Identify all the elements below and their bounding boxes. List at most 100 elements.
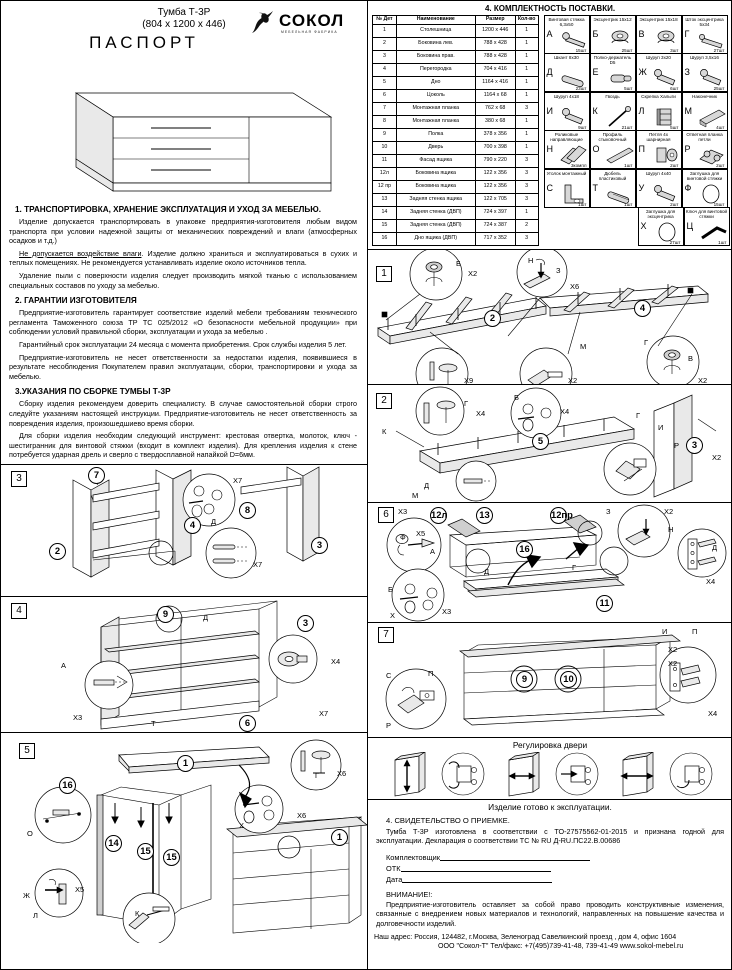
bracket-icon bbox=[559, 183, 589, 205]
step-7-mark-i: И bbox=[662, 627, 668, 636]
hardware-name: Шкант 8x30 bbox=[554, 55, 579, 60]
step-6-mark-d: Д bbox=[484, 567, 490, 576]
cell-nm: Боковина прав. bbox=[395, 49, 476, 64]
step-7-mark-x2a: Х2 bbox=[668, 645, 678, 654]
step-1-mark-v: В bbox=[688, 354, 694, 363]
hardware-letter: Ж bbox=[638, 67, 647, 77]
step-5-mark-x6b: Х6 bbox=[297, 810, 307, 820]
acceptance-section: 4. СВИДЕТЕЛЬСТВО О ПРИЕМКЕ. Тумба Т-3Р и… bbox=[368, 816, 732, 951]
step-7-part-10: 10 bbox=[560, 671, 577, 688]
field-packer: Комплектовщик bbox=[386, 852, 732, 862]
field-packer-label: Комплектовщик bbox=[386, 852, 441, 862]
step-7-mark-r: Р bbox=[386, 721, 392, 730]
dowel-plastic-icon bbox=[605, 183, 635, 205]
step-1-mark-g: Г bbox=[644, 338, 649, 347]
step-5-mark-x5: Х5 bbox=[75, 884, 85, 894]
col-name: Наименование bbox=[395, 15, 476, 25]
screw-icon bbox=[651, 183, 681, 205]
hardware-name: Винтовая стяжка 6,3x50 bbox=[548, 16, 585, 27]
hardware-letter: Ф bbox=[684, 182, 692, 193]
field-date-line[interactable] bbox=[402, 874, 553, 883]
acceptance-title: 4. СВИДЕТЕЛЬСТВО О ПРИЕМКЕ. bbox=[386, 816, 510, 825]
step-6-part-13: 13 bbox=[476, 507, 493, 524]
left-column: Тумба Т-3Р (804 x 1200 x 446) ПАСПОРТ СО… bbox=[1, 1, 368, 969]
hardware-letter: Н bbox=[546, 144, 554, 154]
field-qc-line[interactable] bbox=[400, 863, 551, 872]
section-1-p2: Не допускается воздействие влаги. Издели… bbox=[9, 249, 357, 268]
cell-qt: 1 bbox=[514, 114, 539, 129]
cell-nm: Полка bbox=[395, 127, 476, 142]
hardware-qty: 27шт bbox=[669, 240, 681, 245]
section-1-p1: Изделие допускается транспортировать в у… bbox=[9, 217, 357, 246]
step-6-mark-x4: Х4 bbox=[706, 577, 716, 586]
hardware-letter: Л bbox=[638, 105, 645, 116]
step-4-mark-d: Д bbox=[203, 612, 209, 622]
step-5-part-16: 16 bbox=[59, 776, 76, 794]
cam-bolt-icon bbox=[697, 29, 727, 51]
company-address: Наш адрес: Россия, 124482, г.Москва, Зел… bbox=[374, 933, 726, 951]
step-3-part-8: 8 bbox=[239, 501, 256, 519]
cell-qt: 1 bbox=[514, 23, 539, 38]
cell-qt: 3 bbox=[514, 231, 539, 247]
assembly-step-2: 2 bbox=[368, 384, 732, 502]
cam-icon bbox=[651, 29, 681, 51]
step-5-mark-x6a: Х6 bbox=[337, 768, 347, 778]
field-packer-line[interactable] bbox=[440, 852, 591, 861]
step-2-part-5: 5 bbox=[532, 433, 549, 450]
hardware-name: Шуруп 3x20 bbox=[646, 55, 671, 60]
sokol-bird-icon bbox=[252, 11, 273, 33]
hardware-qty: 3шт bbox=[670, 47, 679, 53]
cell-nm: Дверь bbox=[395, 140, 476, 155]
assembly-step-5: 5 bbox=[1, 731, 367, 943]
step-2-number: 2 bbox=[376, 393, 392, 409]
door-adjustment-title: Регулировка двери bbox=[512, 740, 588, 750]
section-2-p2: Гарантийный срок эксплуатации 24 месяца … bbox=[19, 339, 347, 349]
hardware-qty: 2шт bbox=[670, 201, 679, 207]
hardware-qty: 27шт bbox=[713, 47, 725, 53]
hardware-letter: П bbox=[638, 144, 645, 154]
hardware-letter: Ц bbox=[686, 221, 694, 231]
hardware-name: Ключ для винтовой стяжки bbox=[685, 209, 728, 220]
cell-no: 12л bbox=[372, 166, 397, 181]
hardware-name: Ответная планка петли bbox=[686, 132, 723, 143]
hardware-name: Полко-держатель D5 bbox=[593, 55, 632, 66]
hardware-name: Наконечник bbox=[692, 93, 717, 99]
step-5-mark-o: О bbox=[27, 828, 33, 838]
parts-table-header: № Дет Наименование Размер Кол-во bbox=[372, 15, 539, 25]
cell-qt: 1 bbox=[514, 127, 539, 142]
step-7-number: 7 bbox=[378, 627, 394, 643]
hardware-letter: З bbox=[684, 67, 690, 77]
shelf-pin-icon bbox=[605, 67, 635, 89]
step-2-mark-g: Г bbox=[464, 399, 469, 408]
slide-rail-icon bbox=[559, 144, 589, 166]
hardware-qty: 1шт bbox=[578, 201, 587, 207]
cell-qt: 3 bbox=[514, 192, 539, 207]
step-6-mark-b: Б bbox=[388, 585, 393, 594]
hardware-qty: 25шт bbox=[621, 47, 633, 53]
cap-icon bbox=[653, 221, 683, 243]
step-1-mark-z: З bbox=[556, 266, 561, 275]
cell-sz: 378 x 356 bbox=[474, 127, 516, 142]
step-5-mark-x: Х bbox=[239, 820, 245, 830]
screw-icon bbox=[697, 67, 727, 89]
screw-icon bbox=[559, 106, 589, 128]
step-5-mark-g: Г bbox=[315, 770, 320, 780]
hardware-name: Дюбель пластиковый bbox=[598, 170, 627, 181]
kit-title: 4. КОМПЛЕКТНОСТЬ ПОСТАВКИ. bbox=[484, 4, 616, 13]
step-2-mark-g2: Г bbox=[636, 411, 641, 420]
hardware-letter: У bbox=[638, 182, 645, 193]
dowel-icon bbox=[559, 67, 589, 89]
step-3-part-3: 3 bbox=[311, 536, 328, 554]
document-header: Тумба Т-3Р (804 x 1200 x 446) ПАСПОРТ СО… bbox=[1, 1, 367, 71]
cell-no: 3 bbox=[372, 49, 397, 64]
door-adjustment-diagrams bbox=[368, 751, 732, 799]
step-1-part-2: 2 bbox=[484, 310, 501, 327]
cell-nm: Боковина лев. bbox=[395, 36, 476, 51]
